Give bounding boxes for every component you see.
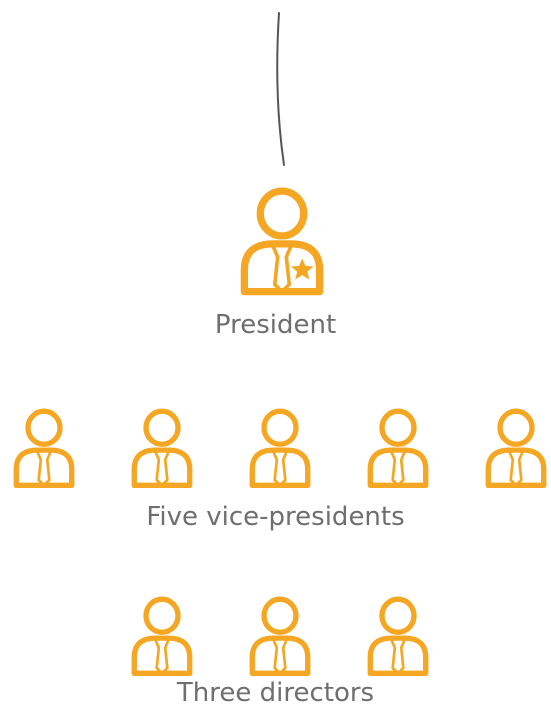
- star-icon: [290, 258, 314, 280]
- director-icon: [130, 594, 194, 678]
- org-connector-line: [276, 12, 285, 166]
- director-icon: [248, 594, 312, 678]
- directors-label: Three directors: [176, 678, 375, 708]
- vice-president-icon: [484, 406, 548, 490]
- vice-president-icon: [248, 406, 312, 490]
- vice-presidents-label: Five vice-presidents: [146, 502, 405, 532]
- vice-president-icon: [130, 406, 194, 490]
- president-icon: [240, 187, 324, 296]
- director-icon: [366, 594, 430, 678]
- vice-president-icon: [12, 406, 76, 490]
- president-label: President: [214, 310, 337, 340]
- vice-president-icon: [366, 406, 430, 490]
